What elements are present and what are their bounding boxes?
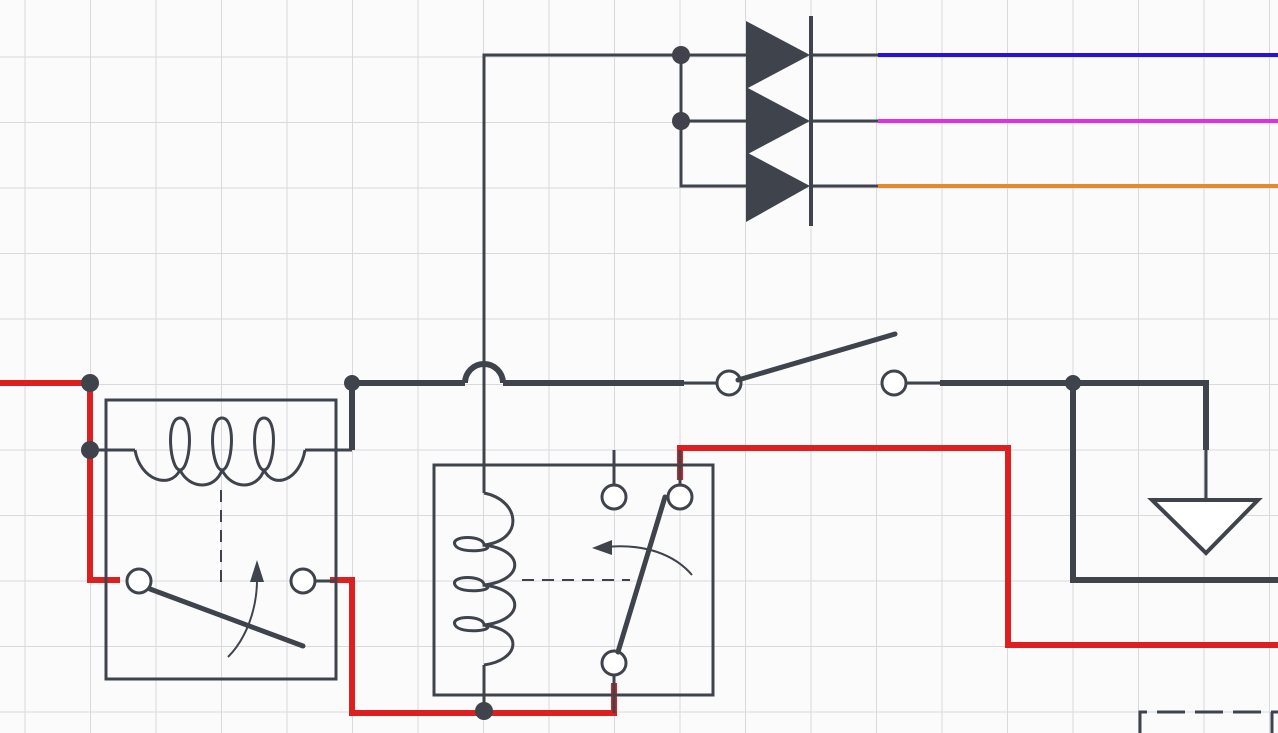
dark-wires bbox=[90, 53, 1278, 713]
relay-center-terminal-common bbox=[600, 649, 628, 677]
relay-left-terminal-b bbox=[289, 567, 317, 595]
junction-dot bbox=[1065, 375, 1081, 391]
switch-lever bbox=[735, 331, 898, 383]
diode-stack[interactable] bbox=[746, 16, 813, 226]
red-wire-right[interactable] bbox=[677, 445, 1278, 648]
diode-3-icon bbox=[746, 152, 810, 222]
riser-wire[interactable] bbox=[482, 53, 748, 493]
relay-left-lever bbox=[147, 586, 306, 649]
relay-center-terminal-no bbox=[666, 483, 694, 511]
diode-1-icon bbox=[746, 21, 810, 89]
ground-icon[interactable] bbox=[1147, 498, 1263, 556]
relay-center-arrow-icon bbox=[604, 545, 693, 576]
relay-left-arrow-icon bbox=[227, 574, 259, 658]
relay-center-terminal-nc bbox=[600, 483, 628, 511]
junction-dot bbox=[81, 441, 99, 459]
right-bus-wire[interactable] bbox=[940, 380, 1209, 450]
switch-terminal-left bbox=[715, 369, 743, 397]
relay-center-coil-icon bbox=[453, 491, 516, 667]
relay-center-lever bbox=[615, 494, 668, 655]
junctions bbox=[81, 46, 1081, 720]
switch-terminal-right bbox=[880, 369, 908, 397]
partial-dashed-box bbox=[1138, 710, 1278, 733]
relay-left-box bbox=[104, 398, 338, 681]
red-wire-bottom[interactable] bbox=[330, 577, 617, 716]
diode-output-stubs bbox=[810, 53, 878, 188]
relay-center-box bbox=[432, 463, 715, 697]
relay-left-arrowhead bbox=[250, 560, 264, 582]
relay-left[interactable] bbox=[104, 398, 338, 681]
junction-dot bbox=[672, 112, 690, 130]
output-lines bbox=[878, 53, 1278, 188]
red-wire-input[interactable] bbox=[0, 380, 120, 583]
junction-dot bbox=[475, 702, 493, 720]
relay-center[interactable] bbox=[432, 463, 715, 697]
relay-left-terminal-a bbox=[125, 567, 153, 595]
junction-dot bbox=[672, 46, 690, 64]
diode-branch-wire[interactable] bbox=[679, 55, 748, 188]
main-bus-wire[interactable] bbox=[349, 380, 465, 450]
right-loop-wire[interactable] bbox=[1070, 383, 1278, 583]
relay-center-arrowhead bbox=[592, 540, 612, 555]
relay-left-coil-icon bbox=[133, 416, 307, 487]
diode-2-icon bbox=[746, 87, 810, 155]
main-switch[interactable] bbox=[715, 331, 908, 397]
junction-dot bbox=[81, 374, 99, 392]
junction-dot bbox=[344, 375, 360, 391]
